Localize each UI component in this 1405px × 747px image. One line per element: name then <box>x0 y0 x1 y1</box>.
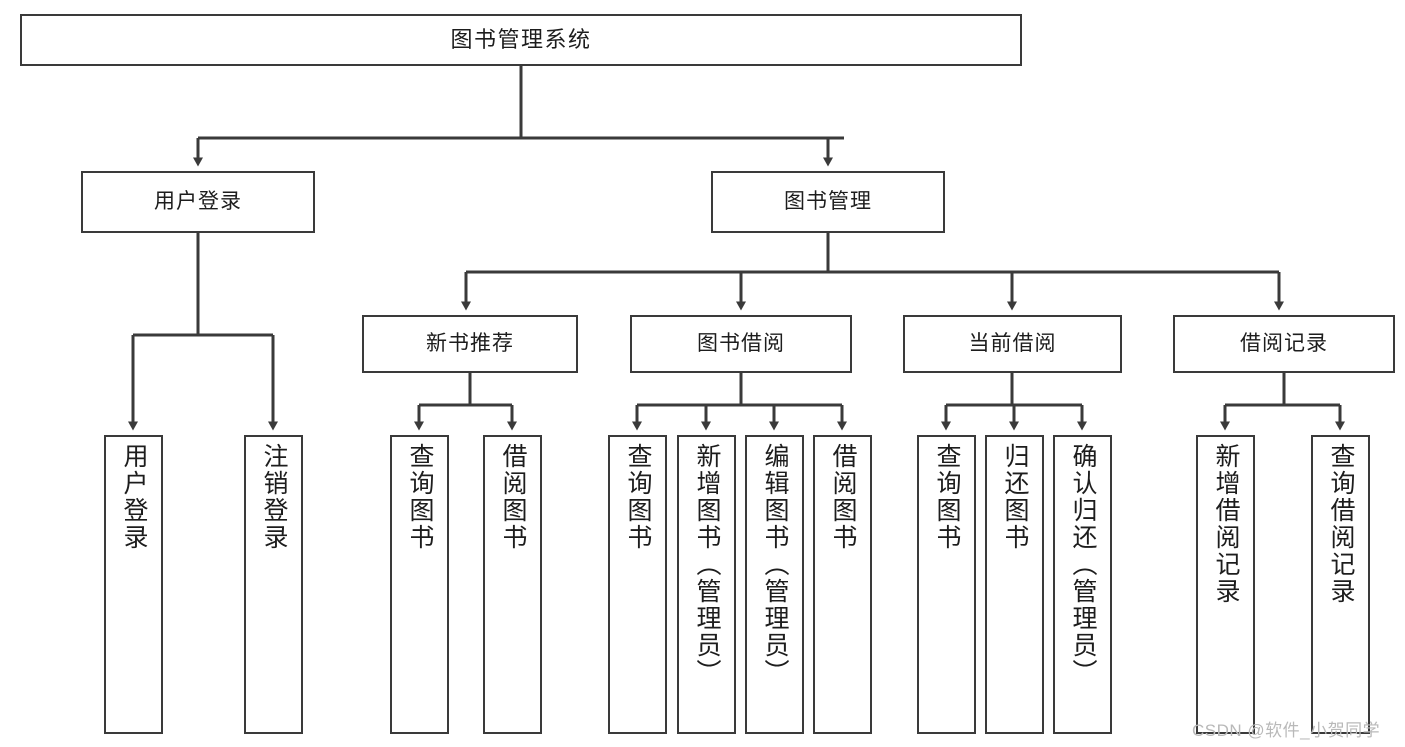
node-leaf-add-record-label: 新增借阅记录 <box>1212 443 1240 605</box>
node-borrow-record-label: 借阅记录 <box>1240 332 1328 356</box>
node-leaf-query-book-3[interactable]: 查询图书 <box>917 435 976 734</box>
watermark: CSDN @软件_小贺同学 <box>1192 721 1381 740</box>
edge-currentborrow-to-leaves <box>941 373 1087 431</box>
node-leaf-user-login-label: 用户登录 <box>120 443 148 551</box>
node-leaf-logout-label: 注销登录 <box>260 443 288 551</box>
edge-userlogin-to-leaves <box>128 233 278 431</box>
node-leaf-edit-book[interactable]: 编辑图书（管理员） <box>745 435 804 734</box>
node-leaf-confirm-return[interactable]: 确认归还（管理员） <box>1053 435 1112 734</box>
node-leaf-return-book-label: 归还图书 <box>1001 443 1029 551</box>
node-leaf-user-login[interactable]: 用户登录 <box>104 435 163 734</box>
edge-borrowrecord-to-leaves <box>1220 373 1345 431</box>
node-new-book-rec[interactable]: 新书推荐 <box>362 315 578 373</box>
node-leaf-confirm-return-label: 确认归还（管理员） <box>1069 443 1097 686</box>
edge-bookmanage-to-level2 <box>461 233 1284 311</box>
node-user-login[interactable]: 用户登录 <box>81 171 315 233</box>
node-book-manage[interactable]: 图书管理 <box>711 171 945 233</box>
node-current-borrow-label: 当前借阅 <box>968 332 1057 356</box>
node-leaf-add-book-label: 新增图书（管理员） <box>693 443 721 686</box>
node-leaf-query-book-1-label: 查询图书 <box>406 443 434 551</box>
node-leaf-borrow-book-1[interactable]: 借阅图书 <box>483 435 542 734</box>
node-leaf-return-book[interactable]: 归还图书 <box>985 435 1044 734</box>
node-leaf-borrow-book-1-label: 借阅图书 <box>499 443 527 551</box>
node-leaf-query-record-label: 查询借阅记录 <box>1327 443 1355 605</box>
node-leaf-add-book[interactable]: 新增图书（管理员） <box>677 435 736 734</box>
node-leaf-query-record[interactable]: 查询借阅记录 <box>1311 435 1370 734</box>
node-book-borrow-label: 图书借阅 <box>697 332 785 356</box>
node-leaf-borrow-book-2-label: 借阅图书 <box>829 443 857 551</box>
node-leaf-logout[interactable]: 注销登录 <box>244 435 303 734</box>
edge-bookborrow-to-leaves <box>632 373 847 431</box>
node-borrow-record[interactable]: 借阅记录 <box>1173 315 1395 373</box>
node-leaf-query-book-2-label: 查询图书 <box>624 443 652 551</box>
node-leaf-query-book-3-label: 查询图书 <box>933 443 961 551</box>
node-root-label: 图书管理系统 <box>450 26 592 52</box>
node-book-manage-label: 图书管理 <box>784 190 872 214</box>
edge-root-to-level1 <box>193 66 844 167</box>
node-leaf-query-book-1[interactable]: 查询图书 <box>390 435 449 734</box>
node-user-login-label: 用户登录 <box>154 190 242 214</box>
node-leaf-query-book-2[interactable]: 查询图书 <box>608 435 667 734</box>
node-current-borrow[interactable]: 当前借阅 <box>903 315 1122 373</box>
node-root[interactable]: 图书管理系统 <box>20 14 1022 66</box>
node-leaf-borrow-book-2[interactable]: 借阅图书 <box>813 435 872 734</box>
node-book-borrow[interactable]: 图书借阅 <box>630 315 852 373</box>
node-leaf-add-record[interactable]: 新增借阅记录 <box>1196 435 1255 734</box>
node-new-book-rec-label: 新书推荐 <box>426 332 514 356</box>
node-leaf-edit-book-label: 编辑图书（管理员） <box>761 443 789 686</box>
edge-newbook-to-leaves <box>414 373 517 431</box>
